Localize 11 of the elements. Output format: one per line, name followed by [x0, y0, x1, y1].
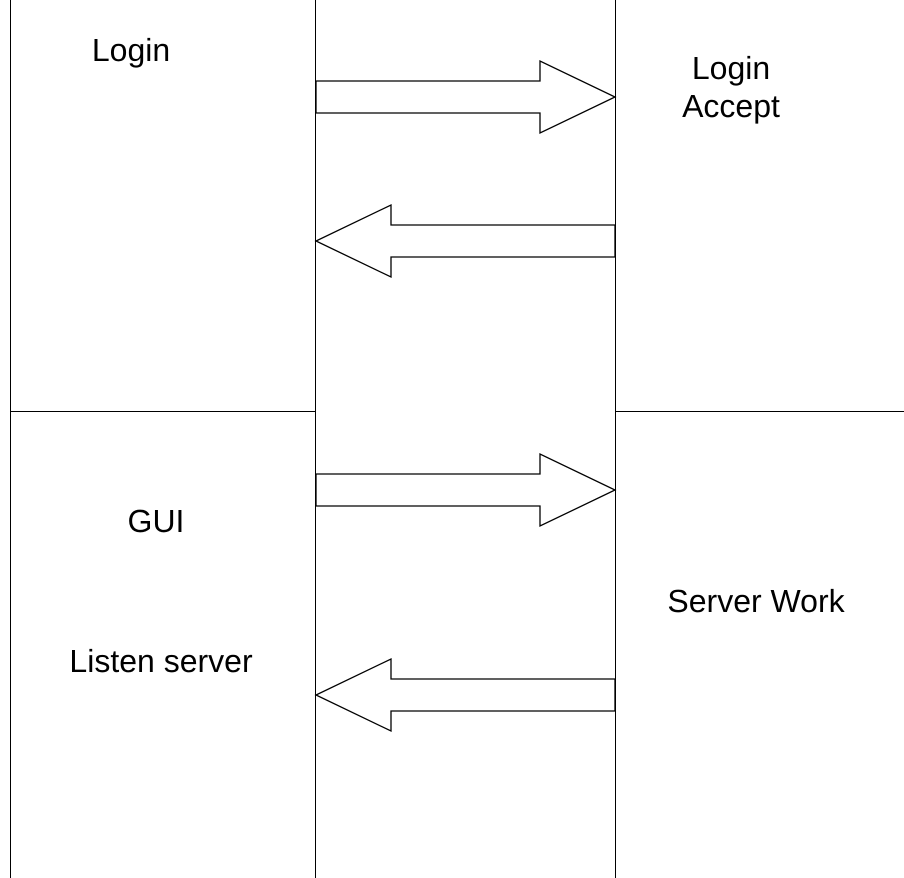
box-label: GUI — [126, 502, 186, 540]
block-arrow — [314, 204, 616, 278]
column-box — [10, 0, 316, 412]
box-label: Login — [90, 31, 172, 69]
column-box — [10, 411, 316, 878]
box-label: Server Work — [666, 582, 846, 620]
block-arrow — [314, 658, 616, 732]
block-arrow — [315, 60, 616, 134]
block-arrow — [315, 452, 616, 528]
box-label: Listen server — [68, 642, 254, 680]
box-label: Login Accept — [681, 49, 781, 125]
